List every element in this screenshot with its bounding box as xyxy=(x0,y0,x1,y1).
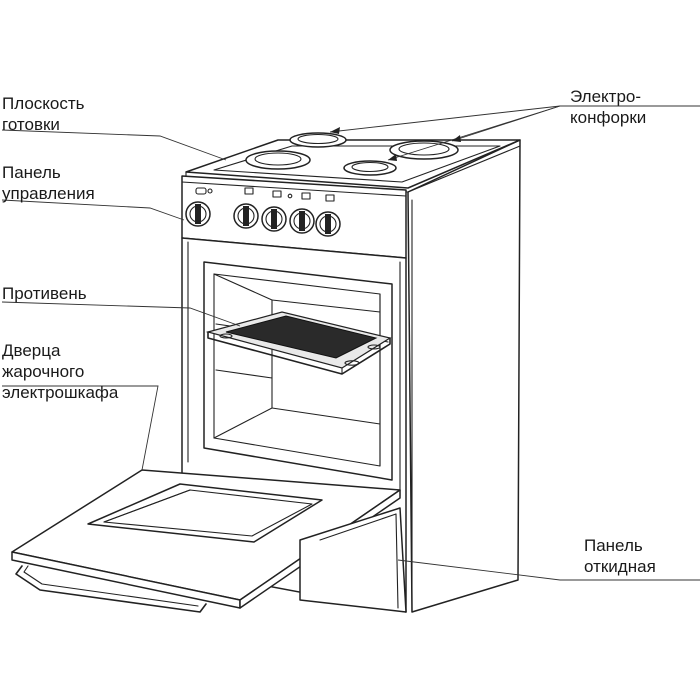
knob-1 xyxy=(233,203,259,229)
label-oven-door: Дверца жарочного электрошкафа xyxy=(2,341,119,402)
label-cooking-surface: Плоскость готовки xyxy=(2,94,85,134)
knob-oven xyxy=(185,201,211,227)
label-control-panel: Панель управления xyxy=(2,163,95,203)
knob-2 xyxy=(261,206,287,232)
knob-4 xyxy=(315,211,341,237)
hotplate-front-left xyxy=(245,150,311,170)
hotplate-front-right xyxy=(343,160,397,176)
control-knobs xyxy=(185,201,341,237)
stove-side-panel xyxy=(407,139,521,613)
hotplate-rear-left xyxy=(289,132,347,148)
label-hotplates: Электро- конфорки xyxy=(570,87,647,127)
label-baking-tray: Противень xyxy=(2,284,87,303)
baking-tray xyxy=(205,311,392,375)
knob-3 xyxy=(289,208,315,234)
hotplates xyxy=(245,132,459,176)
bottom-panel xyxy=(299,507,407,613)
oven-cavity xyxy=(203,261,393,481)
leader-lines xyxy=(1,105,700,581)
label-bottom-panel: Панель откидная xyxy=(584,536,656,576)
